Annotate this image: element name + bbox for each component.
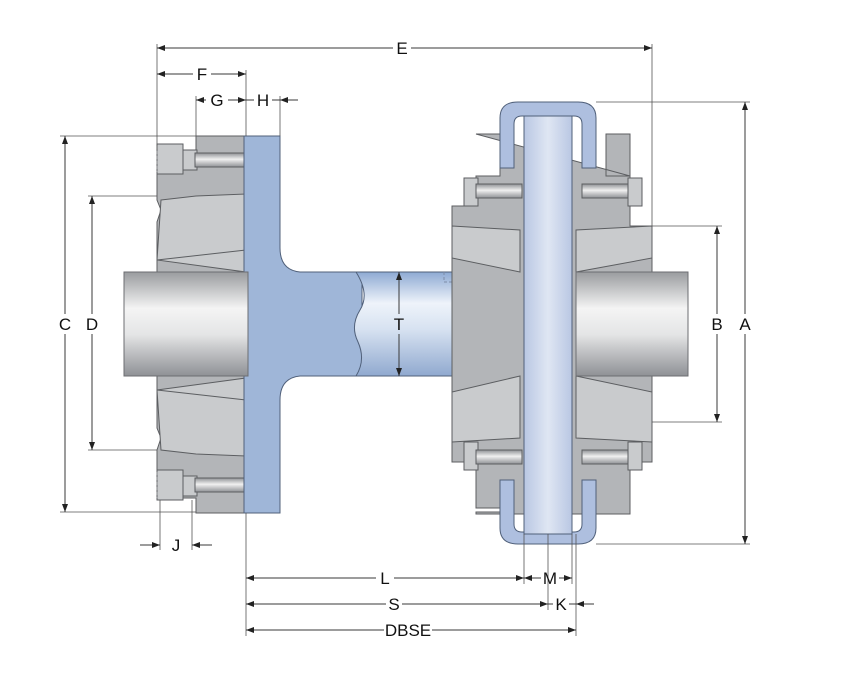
- left-shaft: [123, 271, 249, 377]
- arrowheads: [62, 45, 748, 633]
- label-e: E: [396, 39, 407, 58]
- label-m: M: [543, 569, 557, 588]
- label-f: F: [197, 65, 207, 84]
- right-bottom-bolts: [463, 441, 643, 471]
- label-h: H: [257, 91, 269, 110]
- label-dbse: DBSE: [385, 621, 431, 640]
- label-k: K: [555, 595, 567, 614]
- extension-lines: [60, 44, 750, 636]
- label-j: J: [172, 536, 181, 555]
- right-shaft: [575, 271, 689, 377]
- label-l: L: [380, 569, 389, 588]
- label-t: T: [394, 315, 404, 334]
- label-s: S: [388, 595, 399, 614]
- flex-sleeve: [499, 101, 597, 545]
- right-top-bolts: [463, 177, 643, 207]
- label-c: C: [59, 315, 71, 334]
- label-a: A: [739, 315, 751, 334]
- label-d: D: [86, 315, 98, 334]
- label-b: B: [711, 315, 722, 334]
- label-g: G: [210, 91, 223, 110]
- dimension-labels: E F G H C D T B A J L M S K DBSE: [59, 39, 751, 640]
